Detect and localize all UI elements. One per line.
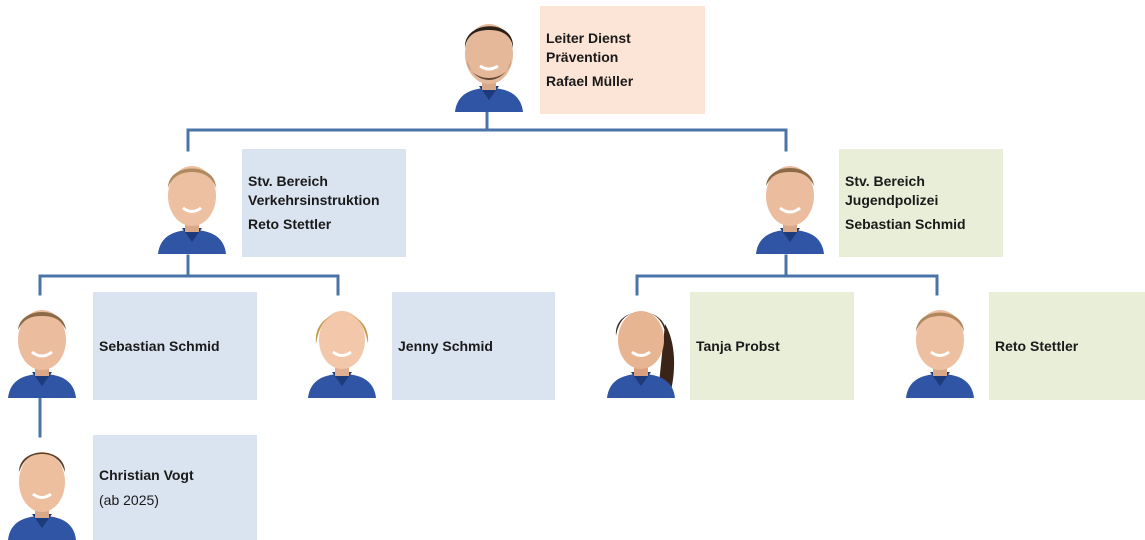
- node-deputy-right: Stv. Bereich Jugendpolizei Sebastian Sch…: [839, 149, 1003, 257]
- portrait-icon: [8, 452, 76, 540]
- node-staff-3: Tanja Probst: [690, 292, 854, 400]
- node-staff-4: Reto Stettler: [989, 292, 1145, 400]
- node-staff-4-name: Reto Stettler: [995, 337, 1079, 354]
- node-staff-1: Sebastian Schmid: [93, 292, 257, 400]
- node-staff-5-note: (ab 2025): [99, 491, 159, 508]
- node-deputy-left: Stv. Bereich Verkehrsinstruktion Reto St…: [242, 149, 406, 257]
- portrait-rafael-mueller: [449, 8, 529, 112]
- portrait-reto-stettler-deputy: [152, 150, 232, 254]
- node-head-role: Leiter Dienst Prävention: [546, 29, 631, 65]
- node-staff-3-name: Tanja Probst: [696, 337, 780, 354]
- portrait-tanja-probst: [601, 294, 681, 398]
- portrait-jenny-schmid: [302, 294, 382, 398]
- portrait-christian-vogt: [2, 436, 82, 540]
- portrait-icon: [308, 311, 376, 398]
- portrait-icon: [455, 24, 523, 112]
- node-head: Leiter Dienst Prävention Rafael Müller: [540, 6, 705, 114]
- portrait-sebastian-schmid: [2, 294, 82, 398]
- node-deputy-right-role: Stv. Bereich Jugendpolizei: [845, 172, 939, 208]
- node-staff-2-name: Jenny Schmid: [398, 337, 493, 354]
- node-staff-5-name: Christian Vogt: [99, 466, 194, 483]
- portrait-icon: [158, 166, 226, 254]
- portrait-icon: [607, 311, 675, 398]
- node-staff-5: Christian Vogt (ab 2025): [93, 435, 257, 540]
- node-head-name: Rafael Müller: [546, 73, 634, 90]
- portrait-icon: [906, 310, 974, 398]
- portrait-icon: [756, 166, 824, 254]
- node-deputy-left-name: Reto Stettler: [248, 216, 332, 233]
- node-staff-1-name: Sebastian Schmid: [99, 337, 220, 354]
- node-deputy-left-role: Stv. Bereich Verkehrsinstruktion: [248, 172, 380, 208]
- portrait-icon: [8, 310, 76, 398]
- portrait-reto-stettler: [900, 294, 980, 398]
- node-staff-2: Jenny Schmid: [392, 292, 555, 400]
- node-deputy-right-name: Sebastian Schmid: [845, 216, 966, 233]
- portrait-sebastian-schmid-deputy: [750, 150, 830, 254]
